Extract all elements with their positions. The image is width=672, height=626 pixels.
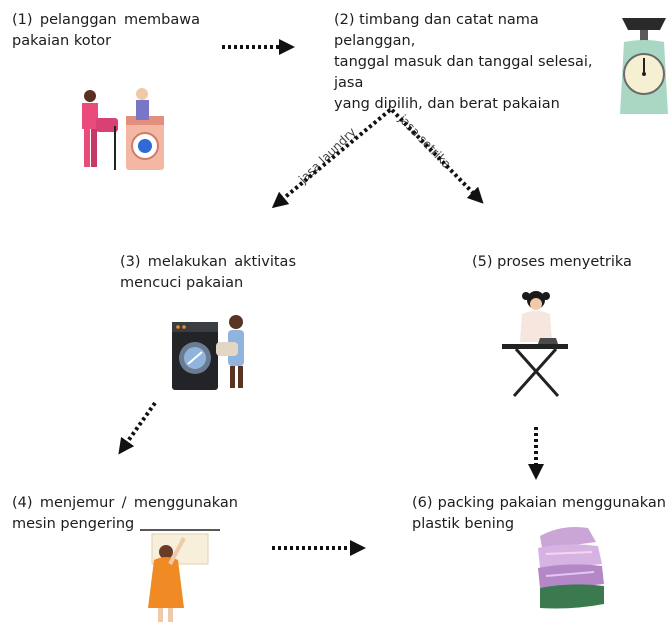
weighing-scale-icon xyxy=(620,18,668,114)
step-2-text: (2) timbang dan catat nama pelanggan, ta… xyxy=(334,12,593,112)
washing-machine-icon xyxy=(172,315,244,390)
step-1-text: (1) pelanggan membawa pakaian kotor xyxy=(12,12,200,49)
laundry-people-icon xyxy=(82,88,164,170)
drying-clothes-icon xyxy=(140,529,220,622)
step-6-text: (6) packing pakaian menggunakan plastik … xyxy=(412,495,666,532)
step-4-text: (4) menjemur / menggunakan mesin pengeri… xyxy=(12,495,238,532)
folded-clothes-icon xyxy=(538,527,604,609)
arrow-2-to-3 xyxy=(271,108,392,209)
arrow-2-to-5 xyxy=(390,108,484,204)
arrow-3-to-4 xyxy=(118,401,157,455)
step-5-text: (5) proses menyetrika xyxy=(472,254,632,270)
ironing-icon xyxy=(502,291,568,397)
step-3-text: (3) melakukan aktivitas mencuci pakaian xyxy=(120,254,296,291)
